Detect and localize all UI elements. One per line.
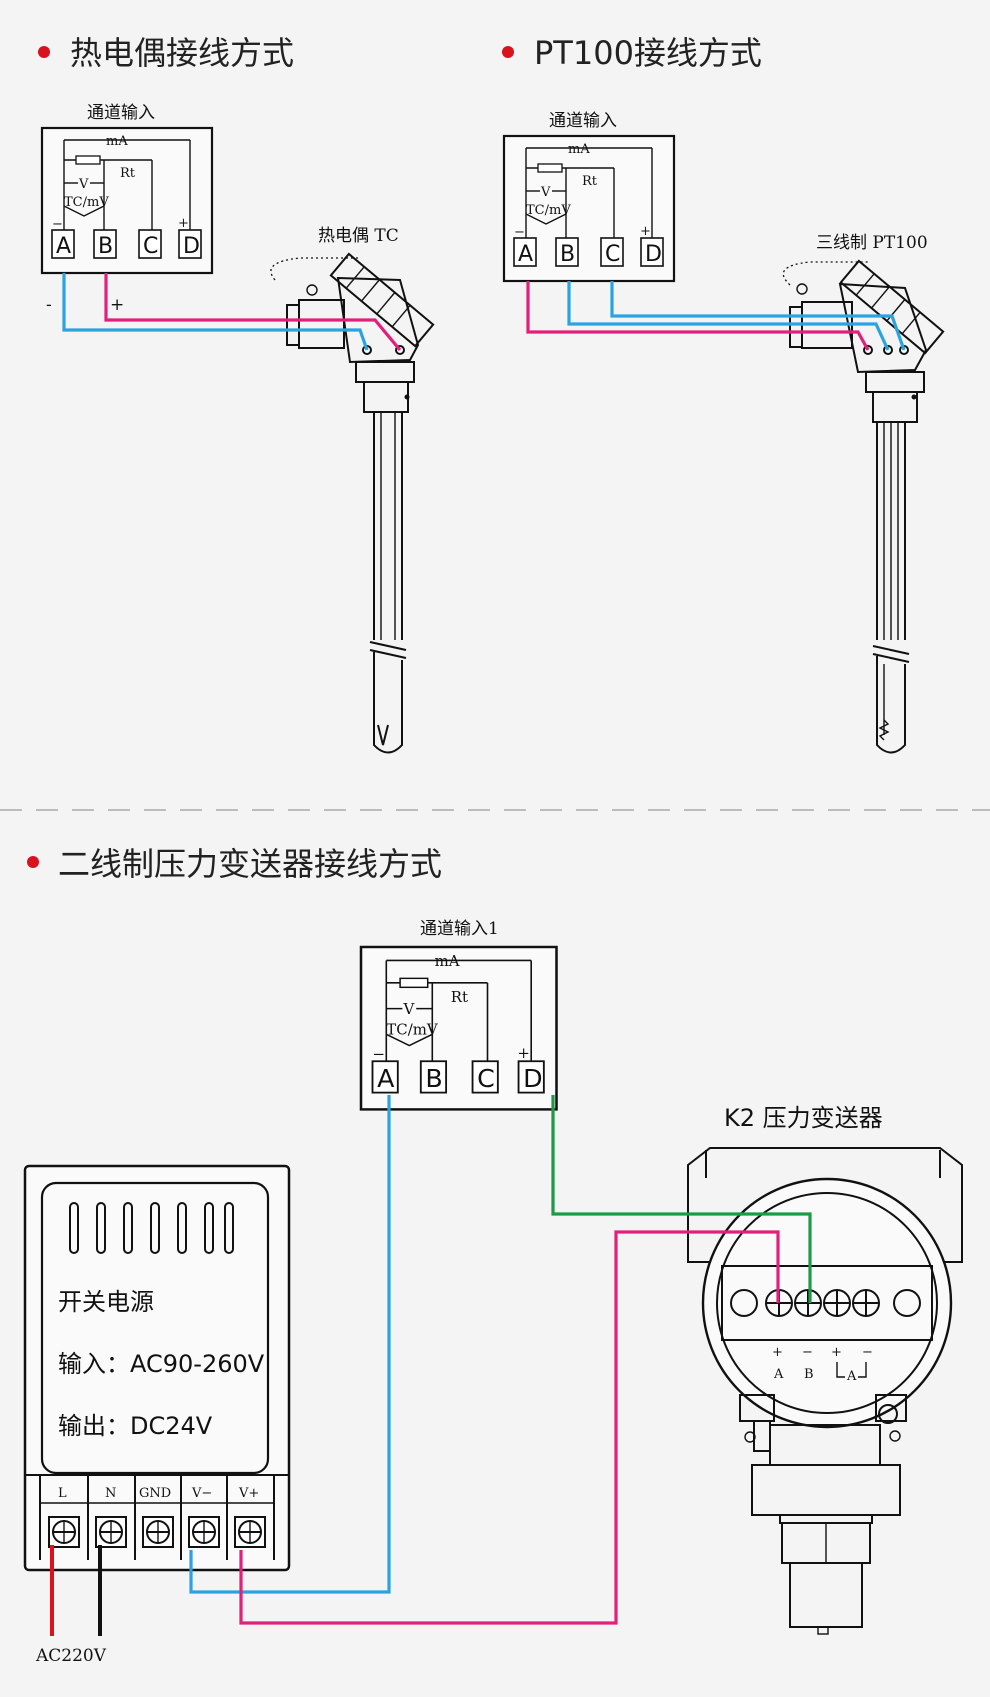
bullet-icon [502, 46, 514, 58]
terminal-screw-icon [95, 1516, 127, 1548]
pt100-title: PT100接线方式 [534, 34, 762, 72]
channel-d-to-transmitter-minus-wire [551, 1095, 812, 1303]
terminal-screw-icon [234, 1516, 266, 1548]
vent-slot [69, 1202, 79, 1254]
svg-text:D: D [523, 1064, 542, 1093]
svg-text:mA: mA [106, 134, 128, 149]
channel-a-to-vminus-wire [189, 1095, 391, 1594]
svg-text:A: A [846, 1369, 857, 1384]
svg-text:C: C [605, 242, 620, 267]
svg-text:D: D [645, 242, 662, 267]
svg-text:L: L [58, 1486, 67, 1501]
svg-text:−: − [373, 1046, 386, 1063]
svg-text:+: + [517, 1045, 530, 1062]
svg-text:V−: V− [191, 1486, 212, 1501]
tc-minus-label: - [46, 295, 52, 315]
svg-text:V: V [403, 1001, 415, 1018]
svg-text:TC/mV: TC/mV [64, 195, 109, 210]
vent-slot [177, 1202, 187, 1254]
svg-text:Rt: Rt [582, 174, 598, 189]
vent-slot [150, 1202, 160, 1254]
svg-text:+: + [831, 1345, 842, 1360]
transmitter-label: K2 压力变送器 [724, 1104, 883, 1132]
pt100-input-box: mA Rt V TC/mV − + A B C D [502, 134, 676, 283]
bullet-icon [27, 856, 39, 868]
tc-plus-label: + [110, 295, 124, 315]
svg-text:C: C [143, 234, 158, 259]
svg-text:A: A [56, 234, 71, 259]
svg-text:A: A [518, 242, 533, 267]
svg-text:+: + [772, 1345, 783, 1360]
k2-pressure-transmitter: + − + − A B A [687, 1147, 963, 1635]
svg-text:Rt: Rt [451, 989, 468, 1006]
svg-text:−: − [514, 225, 525, 240]
terminal-screw-icon [188, 1516, 220, 1548]
svg-text:B: B [425, 1064, 442, 1093]
svg-text:mA: mA [435, 953, 460, 970]
switching-power-supply: 开关电源 输入：AC90-260V 输出：DC24V L N GND V− V+ [23, 1164, 291, 1572]
pt100-pink-wire [526, 281, 870, 351]
mains-label: AC220V [35, 1646, 107, 1666]
tc-blue-wire [62, 273, 369, 351]
terminal-screw-icon [142, 1516, 174, 1548]
pt100-channel-label: 通道输入 [549, 111, 617, 131]
psu-title: 开关电源 [58, 1288, 154, 1316]
svg-text:N: N [105, 1486, 116, 1501]
svg-text:GND: GND [139, 1486, 171, 1501]
svg-text:V: V [540, 185, 551, 200]
vplus-to-transmitter-plus-wire [239, 1230, 780, 1625]
thermocouple-title: 热电偶接线方式 [70, 34, 294, 72]
svg-text:+: + [640, 224, 651, 239]
svg-text:V: V [78, 177, 89, 192]
svg-text:mA: mA [568, 142, 590, 157]
pt100-blue-wire-1 [567, 281, 890, 351]
svg-text:Rt: Rt [120, 166, 136, 181]
svg-text:C: C [477, 1064, 495, 1093]
thermocouple-sensor-label: 热电偶 TC [318, 226, 399, 246]
svg-text:TC/mV: TC/mV [526, 203, 571, 218]
svg-text:−: − [802, 1345, 813, 1360]
svg-text:B: B [98, 234, 113, 259]
svg-text:+: + [178, 216, 189, 231]
thermocouple-channel-label: 通道输入 [87, 103, 155, 123]
vent-slot [96, 1202, 106, 1254]
pt100-blue-wire-2 [610, 281, 906, 351]
thermocouple-input-box: mA Rt V TC/mV − + A B C D [40, 126, 214, 275]
vent-slot [123, 1202, 133, 1254]
pt100-sensor-label: 三线制 PT100 [816, 233, 928, 253]
svg-text:V+: V+ [238, 1486, 259, 1501]
svg-text:−: − [52, 217, 63, 232]
tc-pink-wire [104, 273, 402, 352]
svg-text:A: A [377, 1064, 394, 1093]
thermocouple-sensor [270, 252, 435, 754]
svg-text:B: B [804, 1367, 814, 1382]
terminal-screw-icon [48, 1516, 80, 1548]
svg-text:TC/mV: TC/mV [386, 1022, 438, 1039]
svg-text:−: − [862, 1345, 873, 1360]
pressure-input-box: mA Rt V TC/mV − + A B C D [359, 945, 558, 1111]
bullet-icon [38, 46, 50, 58]
svg-text:D: D [183, 234, 200, 259]
svg-text:A: A [773, 1367, 784, 1382]
pressure-channel-label: 通道输入1 [420, 919, 499, 939]
pt100-sensor [782, 259, 945, 754]
psu-output: 输出：DC24V [58, 1412, 213, 1440]
svg-text:B: B [560, 242, 575, 267]
vent-slot [204, 1202, 214, 1254]
psu-input: 输入：AC90-260V [58, 1350, 265, 1378]
pressure-title: 二线制压力变送器接线方式 [58, 845, 442, 883]
vent-slot [224, 1202, 234, 1254]
